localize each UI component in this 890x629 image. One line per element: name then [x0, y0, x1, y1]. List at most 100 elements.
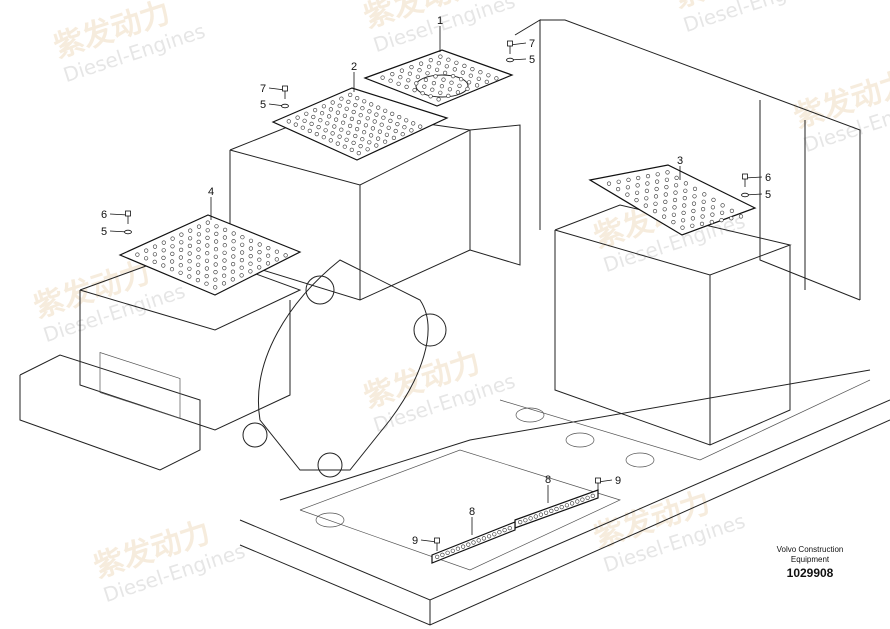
perforation-dot — [518, 519, 523, 525]
callout[interactable]: 9 — [412, 535, 440, 551]
perforation-dot — [360, 137, 365, 142]
perforation-dot — [554, 506, 559, 512]
plate-4[interactable] — [118, 214, 302, 296]
perforation-dot — [362, 130, 367, 135]
perforation-dot — [367, 140, 372, 145]
plate-1-cutout — [415, 74, 469, 98]
perforation-dot — [179, 232, 184, 237]
callout[interactable]: 7 — [507, 38, 536, 54]
perforation-dot — [497, 530, 502, 535]
perforation-dot — [161, 248, 166, 253]
perforation-dot — [332, 124, 337, 129]
perforation-dot — [328, 138, 333, 143]
perforation-dot — [376, 105, 381, 110]
perforation-dot — [634, 190, 640, 195]
perforation-dot — [170, 236, 175, 241]
callout[interactable]: 6 — [742, 172, 772, 187]
perforation-dot — [653, 201, 658, 206]
perforation-dot — [152, 244, 158, 249]
perforation-dot — [178, 263, 183, 268]
callout[interactable]: 3 — [677, 155, 683, 180]
callout[interactable]: 5 — [506, 54, 536, 66]
perforation-dot — [406, 78, 411, 83]
perforation-dot — [257, 250, 262, 255]
callout-number: 5 — [101, 226, 107, 238]
callout[interactable]: 6 — [101, 209, 131, 224]
perforation-dot — [178, 255, 183, 260]
perforation-dot — [205, 251, 210, 256]
perforation-dot — [454, 60, 459, 65]
brand-line-2: Equipment — [790, 555, 830, 564]
callout[interactable]: 8 — [545, 474, 551, 503]
callout[interactable]: 7 — [260, 83, 288, 99]
perforation-dot — [729, 208, 735, 213]
perforation-dot — [383, 108, 388, 113]
perforation-dot — [644, 188, 650, 193]
perforation-dot — [367, 109, 372, 114]
perforation-dot — [335, 110, 341, 115]
perforation-dot — [265, 261, 271, 266]
plate-2[interactable] — [271, 87, 449, 161]
perforation-dot — [559, 505, 564, 510]
callout[interactable]: 5 — [101, 226, 132, 238]
perforation-dot — [323, 128, 328, 133]
callout-number: 3 — [677, 155, 683, 167]
perforation-dot — [652, 209, 658, 214]
perforation-dot — [248, 254, 253, 259]
callout[interactable]: 2 — [351, 61, 357, 92]
perforation-dot — [339, 127, 344, 132]
perforation-dot — [450, 548, 455, 553]
perforation-dot — [362, 99, 367, 104]
callout-number: 9 — [412, 535, 418, 547]
perforation-dot — [274, 257, 279, 262]
perforation-dot — [662, 207, 667, 212]
callout[interactable]: 9 — [595, 475, 622, 491]
perforation-dot — [257, 265, 262, 270]
perforation-dot — [353, 102, 358, 108]
plate-3[interactable] — [588, 164, 757, 236]
perforation-dot — [446, 93, 451, 98]
perforation-dot — [459, 77, 464, 82]
perforation-dot — [484, 79, 489, 84]
perforation-dot — [372, 119, 377, 124]
leader-line — [109, 213, 129, 216]
perforation-dot — [351, 109, 356, 115]
perforation-dot — [502, 527, 507, 533]
perforation-dot — [327, 114, 332, 119]
callout[interactable]: 1 — [437, 15, 443, 52]
callout[interactable]: 5 — [260, 99, 289, 111]
perforation-dot — [625, 185, 631, 190]
callout[interactable]: 4 — [208, 186, 214, 220]
perforation-dot — [370, 126, 376, 131]
perforation-dot — [507, 525, 512, 531]
perforation-dot — [266, 253, 271, 258]
perforation-dot — [152, 252, 157, 257]
perforation-dot — [365, 147, 370, 152]
perforation-dot — [348, 92, 353, 97]
drawing-number: 1029908 — [786, 566, 834, 580]
perforation-dot — [144, 248, 149, 253]
washer-icon — [281, 103, 289, 109]
perforation-dot — [302, 118, 307, 123]
perforation-dot — [161, 263, 166, 268]
perforation-dot — [465, 86, 470, 91]
perforation-dot — [585, 495, 590, 500]
perforation-dot — [451, 73, 456, 79]
perforation-dot — [404, 118, 409, 123]
perforation-dot — [316, 124, 321, 130]
perforation-dot — [672, 205, 677, 210]
callout[interactable]: 5 — [741, 189, 772, 201]
perforation-dot — [443, 70, 448, 75]
callout[interactable]: 8 — [469, 506, 475, 535]
perforation-dot — [643, 203, 648, 208]
perforation-dot — [393, 128, 398, 134]
perforation-dot — [358, 144, 363, 149]
perforation-dot — [342, 113, 348, 118]
perforation-dot — [307, 128, 312, 133]
perforation-dot — [407, 71, 413, 76]
plate-1[interactable] — [363, 49, 514, 107]
perforation-dot — [470, 66, 475, 72]
